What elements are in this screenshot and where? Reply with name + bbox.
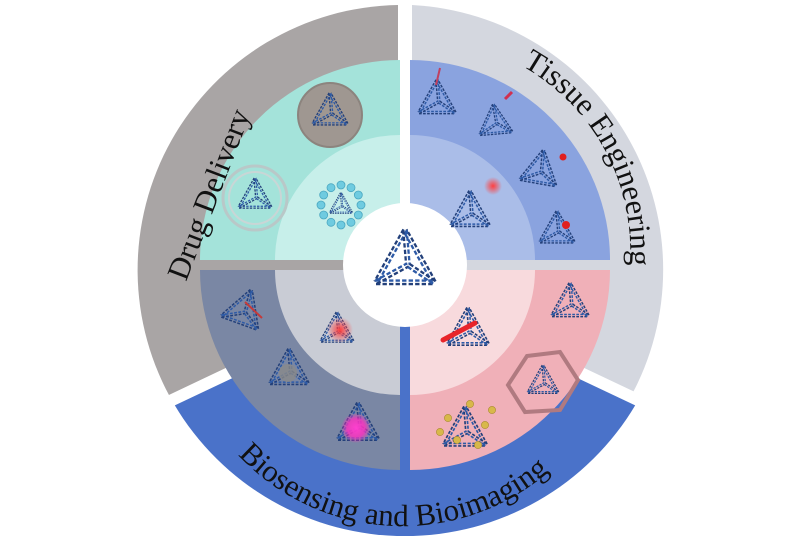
tetrahedron-icon: [518, 149, 558, 188]
hexagon-cage-icon: [505, 349, 581, 415]
vesicle-icon: [221, 164, 289, 232]
tetrahedron-icon: [478, 103, 514, 137]
tetrahedron-icon: [550, 282, 590, 318]
center-tetrahedron-icon: [373, 228, 437, 286]
vesicle-tetrahedron-icon: [237, 177, 273, 209]
tetrahedron-icon: [417, 79, 457, 115]
tetrahedron-icon: [449, 190, 491, 228]
caged-tetrahedron-icon: [526, 364, 560, 394]
nanoparticle-shell-icon: [297, 82, 363, 148]
tetrahedron-icon: [446, 307, 490, 346]
bead-ring-icon: [316, 180, 366, 230]
probe-markers: [244, 67, 570, 443]
bead-tetrahedron-icon: [329, 192, 353, 214]
encapsulated-tetrahedron-icon: [311, 92, 349, 126]
